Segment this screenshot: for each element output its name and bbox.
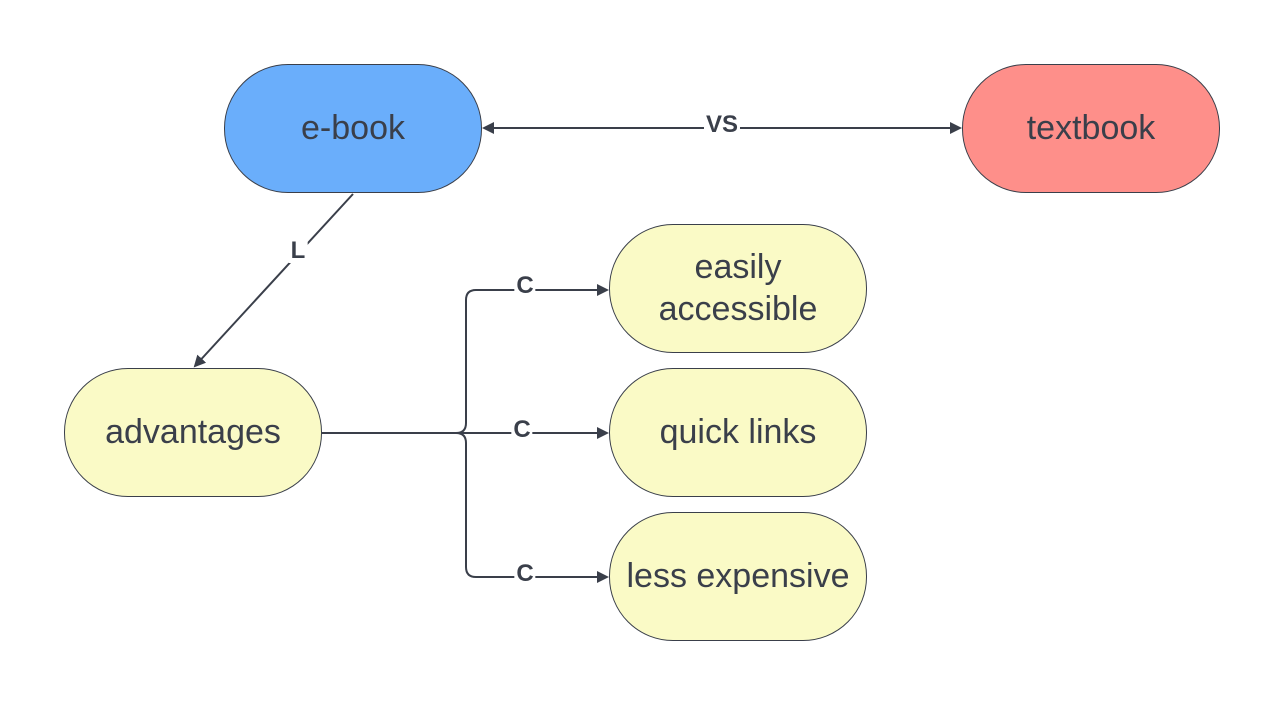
edge-label-c-accessible: C xyxy=(514,272,536,299)
edge-label-c-less-expensive: C xyxy=(514,560,536,587)
edge-label-vs: VS xyxy=(703,111,741,138)
node-less-expensive: less expensive xyxy=(609,512,867,641)
edge-advantages-less-expensive xyxy=(455,432,609,583)
node-quick-links: quick links xyxy=(609,368,867,497)
edge-advantages-trunk xyxy=(322,284,609,434)
edge-label-l: L xyxy=(288,237,308,264)
node-easily-accessible: easily accessible xyxy=(609,224,867,353)
node-advantages: advantages xyxy=(64,368,322,497)
node-textbook: textbook xyxy=(962,64,1220,193)
node-ebook: e-book xyxy=(224,64,482,193)
edge-label-c-quick-links: C xyxy=(511,416,533,443)
edge-ebook-advantages xyxy=(193,193,354,368)
